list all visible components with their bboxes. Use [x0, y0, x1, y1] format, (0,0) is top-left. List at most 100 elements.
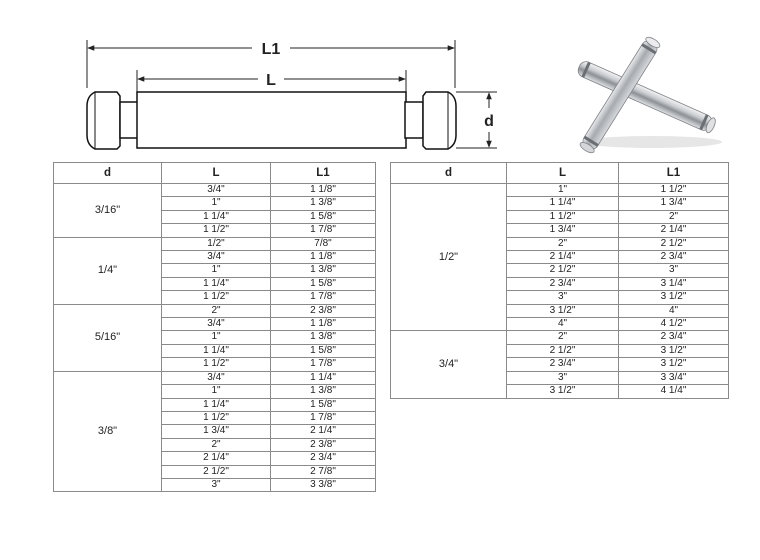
column-header: d	[390, 162, 507, 184]
overall-length-cell: 1 3/8"	[270, 384, 376, 399]
table-row: 1 1/2"1 7/8"	[54, 290, 376, 305]
table-row: 3"3 1/2"	[391, 290, 729, 305]
length-cell: 3/4"	[161, 250, 271, 265]
diameter-cell: 1/2"	[390, 182, 507, 332]
dim-l1-label: L1	[262, 41, 281, 58]
length-cell: 3 1/2"	[506, 384, 619, 399]
length-cell: 3"	[161, 477, 271, 493]
length-cell: 2"	[161, 437, 271, 453]
diameter-cell: 3/16"	[53, 183, 162, 238]
length-cell: 1 3/4"	[161, 424, 271, 439]
overall-length-cell: 3 1/2"	[618, 343, 729, 359]
dimension-l: L	[136, 70, 407, 92]
diameter-cell: 5/16"	[53, 303, 162, 372]
table-row: 1"1 3/8"	[54, 384, 376, 399]
length-cell: 1"	[161, 263, 271, 278]
overall-length-cell: 1 3/4"	[618, 196, 729, 211]
overall-length-cell: 2 3/8"	[270, 303, 376, 319]
length-cell: 2 1/4"	[506, 250, 619, 265]
table-row: 1 1/2"1 7/8"	[54, 223, 376, 238]
length-cell: 1"	[161, 384, 271, 399]
diameter-cell: 3/4"	[390, 330, 507, 399]
length-cell: 1 1/2"	[161, 290, 271, 305]
overall-length-cell: 1 7/8"	[270, 290, 376, 305]
length-cell: 3"	[506, 370, 619, 386]
table-row: 1 1/4"1 5/8"	[54, 209, 376, 225]
length-cell: 3/4"	[161, 182, 271, 198]
table-row: 2 1/4"2 3/4"	[391, 250, 729, 265]
diameter-cell: 3/8"	[53, 370, 162, 493]
table-row: 1 1/2"2"	[391, 209, 729, 225]
overall-length-cell: 1 5/8"	[270, 343, 376, 359]
dim-d-label: d	[484, 113, 494, 130]
length-cell: 2 1/4"	[161, 451, 271, 466]
length-cell: 1 1/2"	[161, 223, 271, 238]
overall-length-cell: 7/8"	[270, 236, 376, 252]
length-cell: 1 1/2"	[161, 410, 271, 426]
overall-length-cell: 1 1/8"	[270, 250, 376, 265]
table-row: 1 1/4"1 5/8"	[54, 343, 376, 359]
table-row: 3 1/2"4 1/4"	[391, 384, 729, 399]
table-row: 3/16"3/4"1 1/8"	[53, 182, 376, 238]
table-row: 1 3/4"2 1/4"	[391, 223, 729, 238]
overall-length-cell: 3 3/4"	[618, 370, 729, 386]
length-cell: 2 3/4"	[506, 357, 619, 372]
length-cell: 2 1/2"	[161, 464, 271, 479]
table-row: 3 1/2"4"	[391, 303, 729, 319]
dimension-l1: L1	[86, 40, 456, 88]
product-photo	[577, 36, 722, 154]
length-cell: 1"	[161, 196, 271, 211]
overall-length-cell: 1 5/8"	[270, 397, 376, 412]
length-cell: 1 1/2"	[161, 357, 271, 372]
column-header: L1	[270, 162, 376, 184]
table-row: 1/4"1/2"7/8"	[53, 236, 376, 305]
length-cell: 1 1/4"	[161, 276, 271, 292]
length-cell: 3"	[506, 290, 619, 305]
overall-length-cell: 1 7/8"	[270, 410, 376, 426]
overall-length-cell: 1 3/8"	[270, 330, 376, 345]
table-row: 1/2"1"1 1/2"	[390, 182, 729, 332]
length-cell: 1 1/4"	[161, 209, 271, 225]
table-row: 1 1/4"1 3/4"	[391, 196, 729, 211]
pin-drawing: L1 L d	[86, 36, 722, 154]
overall-length-cell: 3 3/8"	[270, 477, 376, 493]
overall-length-cell: 2 3/4"	[618, 330, 729, 345]
overall-length-cell: 1 1/8"	[270, 317, 376, 332]
length-cell: 2"	[161, 303, 271, 319]
column-header: L	[506, 162, 619, 184]
overall-length-cell: 3 1/2"	[618, 290, 729, 305]
overall-length-cell: 2 3/4"	[618, 250, 729, 265]
length-cell: 2 3/4"	[506, 276, 619, 292]
length-cell: 1 1/4"	[506, 196, 619, 211]
overall-length-cell: 4 1/2"	[618, 317, 729, 332]
table-row: 1 3/4"2 1/4"	[54, 424, 376, 439]
overall-length-cell: 4"	[618, 303, 729, 319]
overall-length-cell: 1 1/8"	[270, 182, 376, 198]
overall-length-cell: 1 5/8"	[270, 276, 376, 292]
column-header: d	[53, 162, 162, 184]
table-row: 2 1/4"2 3/4"	[54, 451, 376, 466]
overall-length-cell: 4 1/4"	[618, 384, 729, 399]
dimension-d: d	[456, 91, 497, 149]
overall-length-cell: 2 1/2"	[618, 236, 729, 252]
table-row: 2 1/2"3 1/2"	[391, 343, 729, 359]
table-row: 1 1/2"1 7/8"	[54, 410, 376, 426]
table-row: 1"1 3/8"	[54, 196, 376, 211]
length-cell: 2 1/2"	[506, 343, 619, 359]
table-row: 1"1 3/8"	[54, 330, 376, 345]
length-cell: 3/4"	[161, 317, 271, 332]
length-cell: 1 1/2"	[506, 209, 619, 225]
length-cell: 1 1/4"	[161, 343, 271, 359]
column-header: L1	[618, 162, 729, 184]
overall-length-cell: 1 3/8"	[270, 263, 376, 278]
dim-l-label: L	[266, 72, 276, 89]
table-row: 5/16"2"2 3/8"	[53, 303, 376, 372]
table-row: 1"1 3/8"	[54, 263, 376, 278]
table-row: 1 1/4"1 5/8"	[54, 397, 376, 412]
table-row: 2"2 3/8"	[54, 437, 376, 453]
overall-length-cell: 1 5/8"	[270, 209, 376, 225]
length-cell: 2"	[506, 236, 619, 252]
